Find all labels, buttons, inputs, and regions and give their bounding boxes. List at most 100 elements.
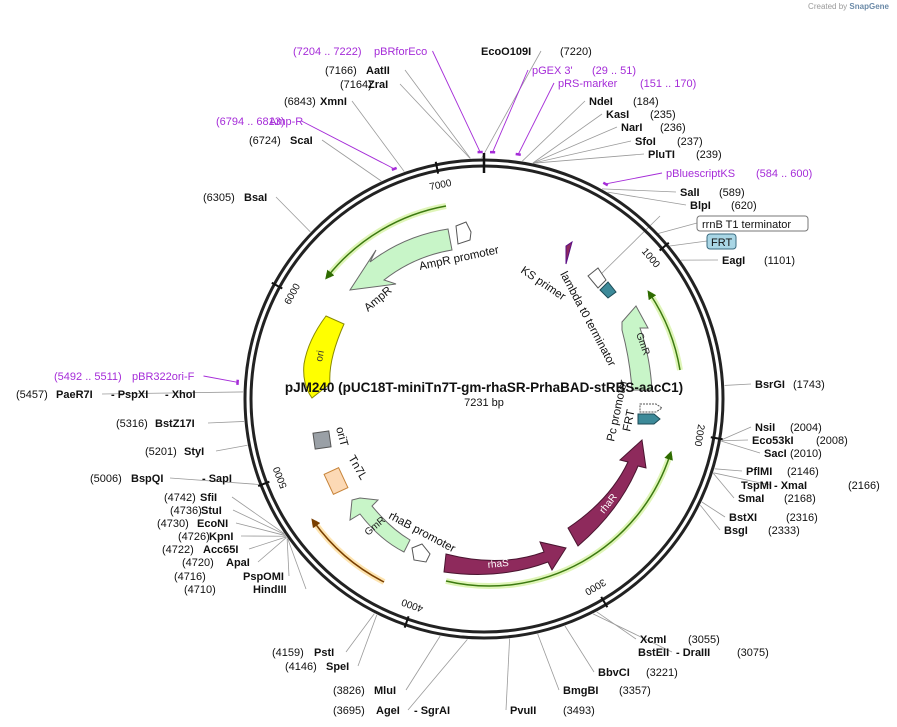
site-label: MluI(3826) xyxy=(333,685,396,697)
leader-line xyxy=(533,140,632,164)
site-position: (3493) xyxy=(563,705,595,717)
site-label: Acc65I(4722) xyxy=(162,544,238,556)
site-name: XcmI xyxy=(640,634,666,646)
scale-tick xyxy=(600,596,609,608)
rrnb-leader xyxy=(656,222,698,235)
leader-line xyxy=(345,613,375,653)
site-position: (1743) xyxy=(793,379,825,391)
site-label: BsgI(2333) xyxy=(724,525,800,537)
site-name: PflMI xyxy=(746,466,772,478)
site-position: (7164) xyxy=(340,79,372,91)
site-name: ApaI xyxy=(226,557,250,569)
site-position: (7220) xyxy=(560,46,592,58)
site-name: SpeI xyxy=(326,661,349,673)
site-label: EcoO109I(7220) xyxy=(481,46,592,58)
site-name: PaeR7I xyxy=(56,389,93,401)
site-label: - SapI xyxy=(202,473,232,485)
orf-arc-gmr-right-line xyxy=(647,290,681,371)
orf-arc-gmr-right xyxy=(647,292,683,371)
frt-small-feature xyxy=(637,413,661,425)
site-name: SfiI xyxy=(200,492,217,504)
label-tn7l: Tn7L xyxy=(345,454,369,483)
label-frt-small: FRT xyxy=(621,408,637,432)
lambda-terminator-arrow xyxy=(587,267,607,289)
scale-tick xyxy=(403,615,410,628)
site-leader-lines xyxy=(101,50,771,711)
leader-line xyxy=(522,100,586,162)
site-label: KpnI(4726) xyxy=(178,531,233,543)
site-name: PluTI xyxy=(648,149,675,161)
primer-name: pBluescriptKS xyxy=(666,168,735,180)
site-name: SalI xyxy=(680,187,700,199)
site-label: BstXI(2316) xyxy=(729,512,818,524)
site-label: BmgBI(3357) xyxy=(563,685,651,697)
primer-marks xyxy=(236,150,609,385)
site-name: KasI xyxy=(606,109,629,121)
leader-line xyxy=(321,139,382,182)
site-position: (5316) xyxy=(116,418,148,430)
site-position: (3826) xyxy=(333,685,365,697)
site-position: (2010) xyxy=(790,448,822,460)
site-label: - SgrAI xyxy=(414,705,450,717)
ampr-gene-arrow xyxy=(348,228,453,291)
leader-line xyxy=(713,472,771,486)
primer-label: pRS-marker(151 .. 170) xyxy=(558,78,696,90)
site-label: SpeI (4146) xyxy=(285,661,349,673)
site-label: StyI(5201) xyxy=(145,446,204,458)
site-label: KasI(235) xyxy=(606,109,676,121)
site-label: SalI (589) xyxy=(680,187,745,199)
site-position: (589) xyxy=(719,187,745,199)
leader-line xyxy=(701,501,726,518)
site-label: BbvCI(3221) xyxy=(598,667,678,679)
site-name: Eco53kI xyxy=(752,435,794,447)
orit-feature xyxy=(312,430,332,450)
site-label: StuI(4736) xyxy=(170,505,222,517)
leader-line xyxy=(257,536,287,563)
site-position: (4146) xyxy=(285,661,317,673)
leader-line xyxy=(721,439,749,442)
plasmid-length: 7231 bp xyxy=(464,397,504,409)
site-name: StyI xyxy=(184,446,204,458)
site-label: NarI(236) xyxy=(621,122,686,134)
site-name: PspOMI xyxy=(243,571,284,583)
pc-promoter-arrow xyxy=(639,403,663,413)
site-name: Acc65I xyxy=(203,544,238,556)
site-position: (6724) xyxy=(249,135,281,147)
ampr-promoter-arrow xyxy=(455,221,472,245)
site-label: SfiI(4742) xyxy=(164,492,217,504)
leader-line xyxy=(169,477,259,485)
site-label: EagI(1101) xyxy=(722,255,795,267)
site-label: BspQI(5006) xyxy=(90,473,163,485)
primer-label: (6794 .. 6813)Amp-R xyxy=(216,116,303,128)
rhab-promoter-arrow xyxy=(411,543,431,563)
gmr-left-arrow xyxy=(349,497,411,553)
site-position: (184) xyxy=(633,96,659,108)
leader-line xyxy=(602,188,677,193)
ks-primer-mark xyxy=(565,240,573,265)
leader-line xyxy=(404,69,471,159)
orf-arc-rhasr-line xyxy=(445,450,673,587)
site-position: (7166) xyxy=(325,65,357,77)
primer-name: pBR322ori-F xyxy=(132,371,195,383)
primer-range: (29 .. 51) xyxy=(592,65,636,77)
scale-tick-label: 5000 xyxy=(271,465,289,490)
site-name: SfoI xyxy=(635,136,656,148)
leader-line xyxy=(721,440,761,454)
site-position: (239) xyxy=(696,149,722,161)
primer-mark xyxy=(391,166,398,171)
features xyxy=(303,221,663,575)
site-position: (3055) xyxy=(688,634,720,646)
leader-line xyxy=(287,538,307,590)
leader-line xyxy=(399,83,471,159)
leader-line xyxy=(275,196,311,233)
tn7l-feature xyxy=(323,466,349,496)
primer-leader xyxy=(301,120,395,170)
leader-line xyxy=(537,633,560,691)
scale-tick-label: 1000 xyxy=(639,246,662,270)
credit-prefix: Created by xyxy=(808,2,848,11)
leader-line xyxy=(357,614,378,667)
site-name: - SgrAI xyxy=(414,705,450,717)
frt-box-label: FRT xyxy=(711,237,732,249)
site-label: SmaI(2168) xyxy=(738,493,816,505)
primer-label: pBluescriptKS(584 .. 600) xyxy=(666,168,812,180)
